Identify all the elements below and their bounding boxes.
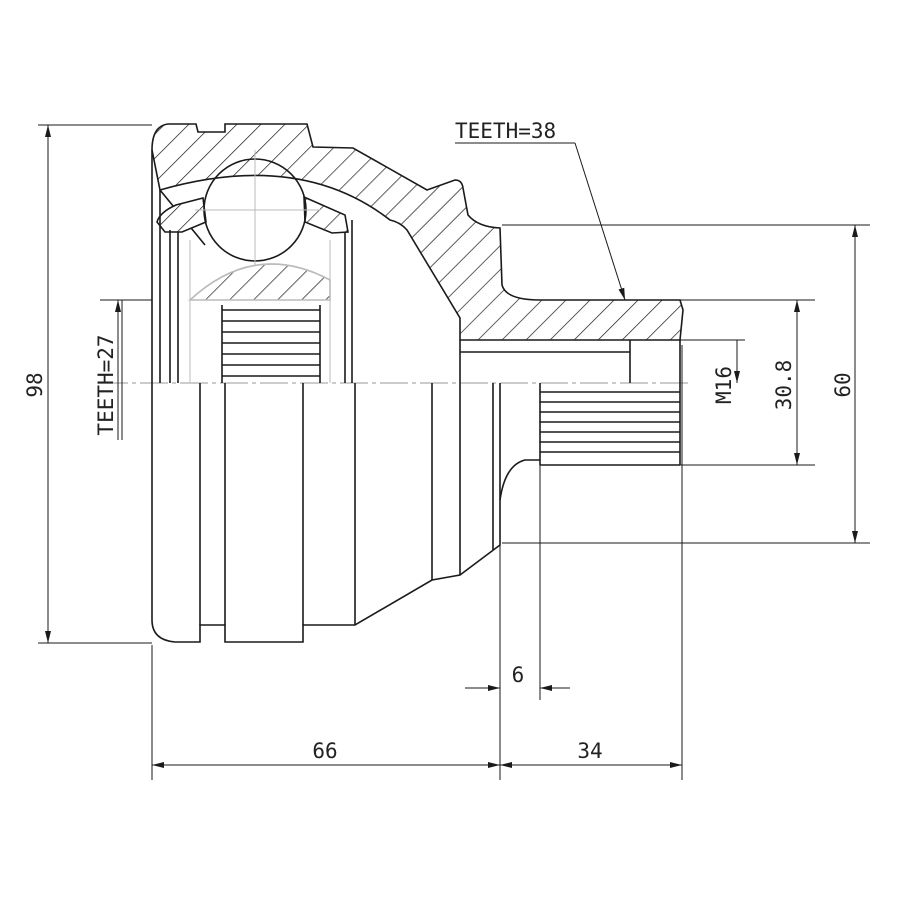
dim-34: 34	[577, 739, 602, 763]
dim-30-8: 30.8	[772, 360, 796, 411]
cage-left	[156, 196, 207, 233]
dim-60: 60	[831, 372, 855, 397]
cage-right	[303, 195, 349, 234]
label-m16: M16	[712, 366, 736, 404]
dim-66: 66	[312, 739, 337, 763]
shaft-splines	[540, 391, 680, 453]
housing-section	[151, 123, 684, 341]
dim-98: 98	[23, 372, 47, 397]
housing-exterior	[151, 150, 680, 643]
label-teeth-38: TEETH=38	[455, 119, 556, 143]
inner-splines	[221, 305, 321, 383]
inner-race	[187, 263, 331, 301]
dim-6: 6	[512, 663, 525, 687]
label-teeth-27: TEETH=27	[94, 334, 118, 435]
